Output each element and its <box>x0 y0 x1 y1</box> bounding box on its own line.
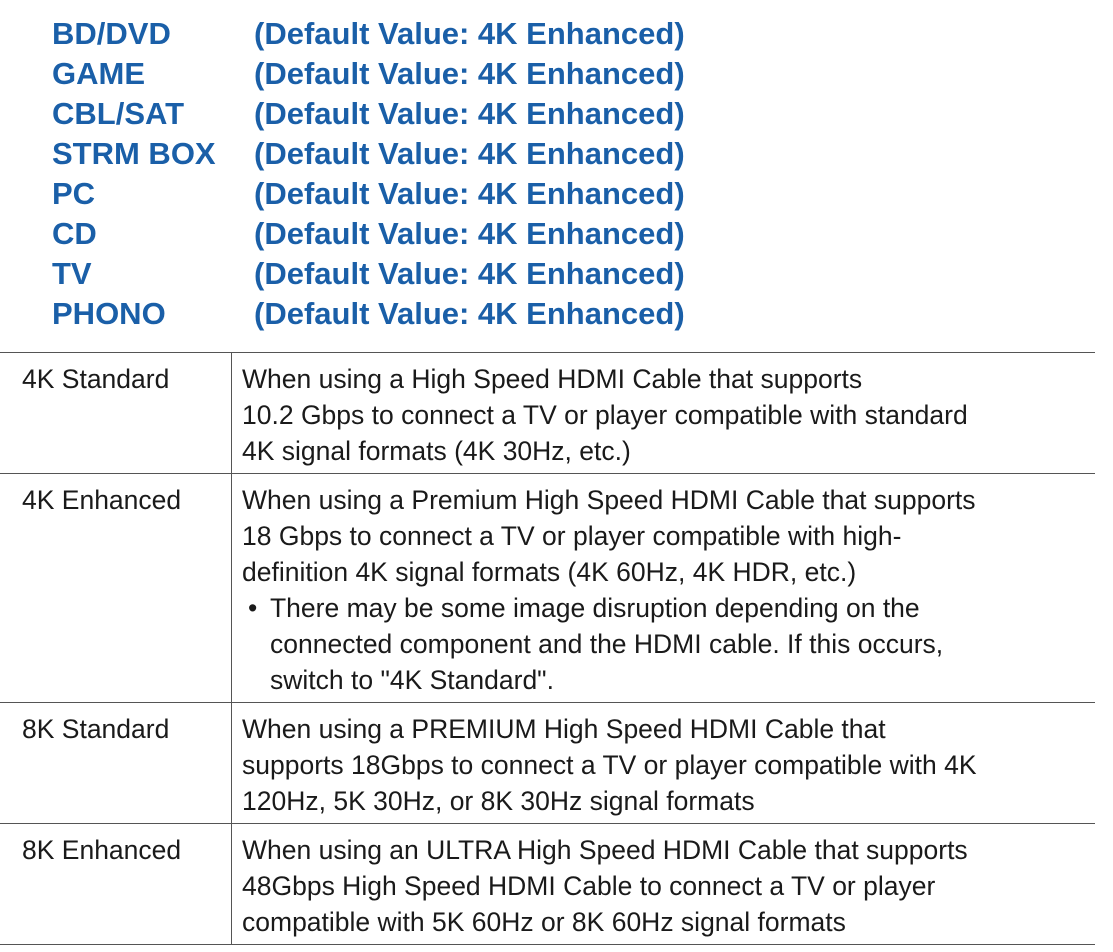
option-description: When using an ULTRA High Speed HDMI Cabl… <box>231 823 1095 945</box>
input-name: CBL/SAT <box>52 96 185 131</box>
table-row: 8K Enhanced When using an ULTRA High Spe… <box>0 823 1095 945</box>
description-line: 48Gbps High Speed HDMI Cable to connect … <box>242 871 936 901</box>
option-name: 4K Enhanced <box>0 473 232 703</box>
input-default-value: (Default Value: 4K Enhanced) <box>254 176 685 211</box>
option-name: 4K Standard <box>0 352 232 474</box>
description-line: 18 Gbps to connect a TV or player compat… <box>242 521 902 551</box>
input-row-cd: CD (Default Value: 4K Enhanced) <box>52 214 685 254</box>
description-line: When using a High Speed HDMI Cable that … <box>242 364 863 394</box>
input-default-value: (Default Value: 4K Enhanced) <box>254 96 685 131</box>
input-name: PC <box>52 176 96 211</box>
input-row-bd-dvd: BD/DVD (Default Value: 4K Enhanced) <box>52 14 685 54</box>
description-line: When using an ULTRA High Speed HDMI Cabl… <box>242 835 968 865</box>
description-line: When using a Premium High Speed HDMI Cab… <box>242 485 976 515</box>
input-default-value: (Default Value: 4K Enhanced) <box>254 56 685 91</box>
input-name: PHONO <box>52 296 166 331</box>
table-row: 4K Standard When using a High Speed HDMI… <box>0 352 1095 474</box>
option-description: When using a PREMIUM High Speed HDMI Cab… <box>231 702 1095 824</box>
input-row-cbl-sat: CBL/SAT (Default Value: 4K Enhanced) <box>52 94 685 134</box>
input-row-game: GAME (Default Value: 4K Enhanced) <box>52 54 685 94</box>
note-line: connected component and the HDMI cable. … <box>270 629 944 659</box>
input-default-value: (Default Value: 4K Enhanced) <box>254 136 685 171</box>
hdmi-signal-format-table: 4K Standard When using a High Speed HDMI… <box>0 352 1095 945</box>
note-text: There may be some image disruption depen… <box>270 590 943 698</box>
description-line: definition 4K signal formats (4K 60Hz, 4… <box>242 557 857 587</box>
description-line: 120Hz, 5K 30Hz, or 8K 30Hz signal format… <box>242 786 755 816</box>
input-default-value: (Default Value: 4K Enhanced) <box>254 256 685 291</box>
option-name: 8K Enhanced <box>0 823 232 945</box>
note-line: switch to "4K Standard". <box>270 665 554 695</box>
input-name: TV <box>52 256 92 291</box>
note-line: There may be some image disruption depen… <box>270 593 920 623</box>
option-description: When using a High Speed HDMI Cable that … <box>231 352 1095 474</box>
note-block: • There may be some image disruption dep… <box>242 590 1091 698</box>
input-row-phono: PHONO (Default Value: 4K Enhanced) <box>52 294 685 334</box>
bullet-icon: • <box>248 593 258 623</box>
input-name: CD <box>52 216 97 251</box>
input-row-strm-box: STRM BOX (Default Value: 4K Enhanced) <box>52 134 685 174</box>
option-description: When using a Premium High Speed HDMI Cab… <box>231 473 1095 703</box>
input-row-tv: TV (Default Value: 4K Enhanced) <box>52 254 685 294</box>
description-line: supports 18Gbps to connect a TV or playe… <box>242 750 977 780</box>
table-row: 8K Standard When using a PREMIUM High Sp… <box>0 702 1095 824</box>
input-name: GAME <box>52 56 145 91</box>
input-default-value: (Default Value: 4K Enhanced) <box>254 16 685 51</box>
description-line: 10.2 Gbps to connect a TV or player comp… <box>242 400 968 430</box>
description-line: compatible with 5K 60Hz or 8K 60Hz signa… <box>242 907 846 937</box>
input-name: BD/DVD <box>52 16 171 51</box>
input-default-value: (Default Value: 4K Enhanced) <box>254 296 685 331</box>
input-defaults-list: BD/DVD (Default Value: 4K Enhanced) GAME… <box>52 14 685 334</box>
option-name: 8K Standard <box>0 702 232 824</box>
table-row: 4K Enhanced When using a Premium High Sp… <box>0 473 1095 703</box>
input-name: STRM BOX <box>52 136 216 171</box>
input-default-value: (Default Value: 4K Enhanced) <box>254 216 685 251</box>
description-line: 4K signal formats (4K 30Hz, etc.) <box>242 436 631 466</box>
input-row-pc: PC (Default Value: 4K Enhanced) <box>52 174 685 214</box>
description-line: When using a PREMIUM High Speed HDMI Cab… <box>242 714 886 744</box>
